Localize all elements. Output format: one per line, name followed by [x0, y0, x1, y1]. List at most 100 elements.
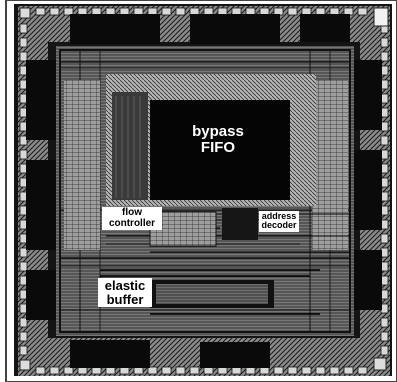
bond-pad: [19, 163, 28, 174]
elastic-buffer-label: elastic buffer: [98, 278, 152, 308]
bond-pad: [189, 7, 200, 16]
bond-pad: [77, 7, 88, 16]
address-decoder-block: [222, 208, 258, 240]
bond-pad: [189, 366, 200, 375]
bond-pad: [301, 7, 312, 16]
bond-pad: [245, 366, 256, 375]
bond-pad: [19, 275, 28, 286]
bond-pad: [203, 366, 214, 375]
bond-pad: [329, 7, 340, 16]
bond-pad: [19, 191, 28, 202]
bond-pad: [133, 366, 144, 375]
bond-pad: [259, 366, 270, 375]
address-decoder-label: address decoder: [259, 211, 299, 232]
bond-pad: [119, 7, 130, 16]
bypass-fifo-label: bypass FIFO: [168, 124, 268, 156]
bond-pad: [315, 7, 326, 16]
bond-pad: [380, 219, 389, 230]
bond-pad: [19, 65, 28, 76]
bond-pad: [380, 149, 389, 160]
bond-pad: [231, 7, 242, 16]
bond-pad: [19, 121, 28, 132]
bypass-fifo-block: [150, 100, 290, 200]
bond-pad: [273, 7, 284, 16]
bond-pad: [19, 303, 28, 314]
bond-pad: [105, 366, 116, 375]
bond-pad: [19, 345, 28, 356]
bond-pad: [380, 163, 389, 174]
bond-pad: [161, 366, 172, 375]
bond-pad: [217, 366, 228, 375]
corner-mark: [373, 357, 387, 371]
bond-pad: [19, 23, 28, 34]
bond-pad: [287, 366, 298, 375]
bond-pad: [380, 275, 389, 286]
bond-pad: [380, 331, 389, 342]
bond-pad: [175, 7, 186, 16]
corner-mark: [19, 7, 31, 19]
corner-mark: [19, 359, 31, 371]
bond-pad: [19, 79, 28, 90]
corner-mark: [373, 7, 389, 27]
bond-pad: [19, 51, 28, 62]
bond-pad: [49, 7, 60, 16]
bond-pad: [343, 7, 354, 16]
scribe-edge: [5, 0, 397, 382]
bond-pad: [19, 37, 28, 48]
bond-pad: [91, 7, 102, 16]
bond-pad: [161, 7, 172, 16]
elastic-buffer-label-line1: elastic: [104, 278, 146, 293]
bond-pad: [77, 366, 88, 375]
left-register-column: [64, 80, 100, 250]
bond-pad: [147, 366, 158, 375]
bond-pad: [380, 135, 389, 146]
bond-pad: [91, 366, 102, 375]
pad-slots: [19, 7, 389, 375]
bond-pad: [287, 7, 298, 16]
flow-controller-label-line2: controller: [108, 217, 156, 229]
bond-pad: [380, 107, 389, 118]
bond-pad: [203, 7, 214, 16]
io-blocks: [26, 14, 382, 368]
right-register-column: [312, 80, 348, 250]
bond-pad: [19, 205, 28, 216]
bond-pad: [49, 366, 60, 375]
elastic-buffer-routing: [100, 269, 320, 315]
bypass-fifo-label-line2: FIFO: [200, 138, 236, 156]
bond-pad: [380, 289, 389, 300]
elastic-buffer-label-line2: buffer: [106, 291, 144, 307]
bond-pad: [19, 107, 28, 118]
bond-pad: [380, 317, 389, 328]
bypass-fifo-left-bank: [112, 92, 148, 200]
bond-pad: [63, 7, 74, 16]
bond-pad: [380, 191, 389, 202]
bond-pad: [105, 7, 116, 16]
bond-pad: [19, 247, 28, 258]
fifo-bitlines: [115, 96, 141, 198]
bond-pad: [19, 261, 28, 272]
bond-pad: [147, 7, 158, 16]
bond-pad: [380, 51, 389, 62]
bond-pad: [380, 93, 389, 104]
bond-pad: [343, 366, 354, 375]
core-border: [59, 49, 351, 333]
bond-pad: [259, 7, 270, 16]
bond-pad: [245, 7, 256, 16]
bond-pad: [119, 366, 130, 375]
bond-pad: [63, 366, 74, 375]
bond-pad: [19, 233, 28, 244]
bond-pad: [19, 219, 28, 230]
bond-pad: [380, 121, 389, 132]
bond-pad: [133, 7, 144, 16]
bond-pad: [380, 247, 389, 258]
bond-pad: [19, 149, 28, 160]
bond-pad: [380, 205, 389, 216]
bond-pad: [380, 345, 389, 356]
address-decoder-label-line1: address: [261, 211, 297, 221]
bond-pad: [35, 7, 46, 16]
bond-pad: [380, 303, 389, 314]
address-decoder-label-line2: decoder: [261, 220, 297, 231]
bond-pad: [19, 317, 28, 328]
bond-pad: [380, 261, 389, 272]
